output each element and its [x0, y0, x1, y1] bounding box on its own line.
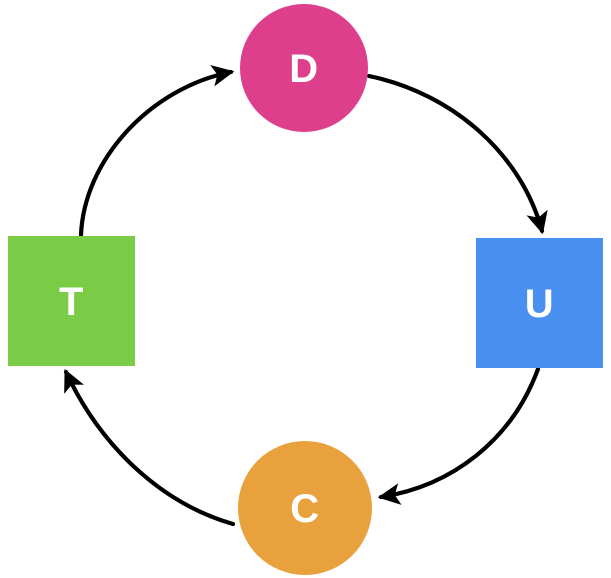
node-t-label: T [59, 280, 84, 324]
edges-layer [63, 65, 548, 527]
node-c-circle[interactable] [238, 441, 372, 575]
edge-u-to-c [377, 366, 541, 505]
node-d-circle[interactable] [240, 4, 368, 132]
node-u[interactable] [476, 238, 603, 368]
node-c-label: C [290, 487, 319, 531]
edge-t-to-d [78, 65, 235, 238]
node-t[interactable] [8, 236, 135, 366]
edge-c-to-t [63, 368, 236, 527]
node-d-label: D [289, 47, 318, 91]
edge-d-to-u [366, 73, 548, 235]
node-u-label: U [525, 282, 554, 326]
node-t-square[interactable] [8, 236, 135, 366]
node-u-square[interactable] [476, 238, 603, 368]
node-d[interactable] [240, 4, 368, 132]
node-c[interactable] [238, 441, 372, 575]
